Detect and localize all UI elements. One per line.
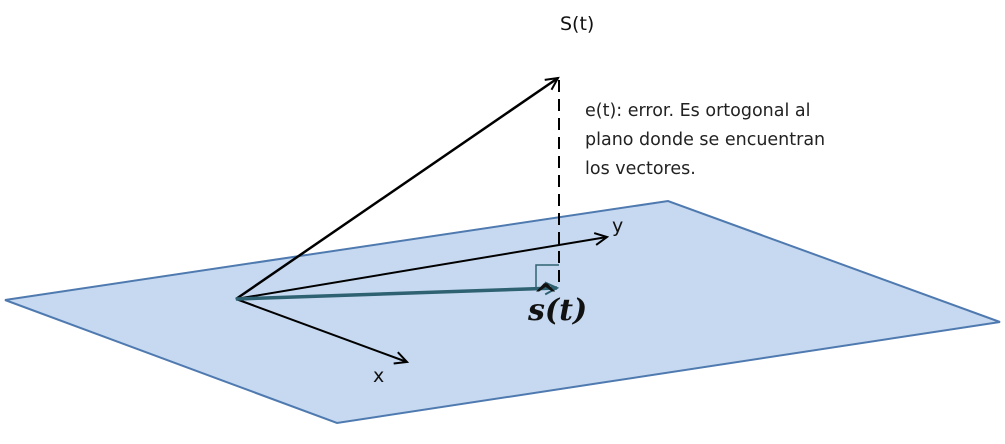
x-axis-label: x (373, 365, 384, 387)
error-annotation: e(t): error. Es ortogonal al plano donde… (585, 97, 845, 184)
y-axis-label: y (612, 215, 623, 237)
estimate-vector-label: s(t) ^ (527, 278, 587, 328)
error-annotation-line-3: los vectores. (585, 159, 696, 179)
y-axis-vector (235, 232, 610, 300)
right-angle-marker (535, 264, 559, 288)
signal-vector (235, 76, 560, 301)
error-annotation-line-2: plano donde se encuentran (585, 130, 826, 150)
error-annotation-line-1: e(t): error. Es ortogonal al (585, 101, 811, 121)
svg-text:^: ^ (533, 278, 558, 313)
signal-vector-label: S(t) (560, 13, 594, 35)
vector-plane (4, 199, 1001, 425)
x-axis-vector (235, 298, 410, 365)
svg-text:s(t): s(t) (527, 293, 587, 328)
estimate-vector (235, 281, 560, 301)
